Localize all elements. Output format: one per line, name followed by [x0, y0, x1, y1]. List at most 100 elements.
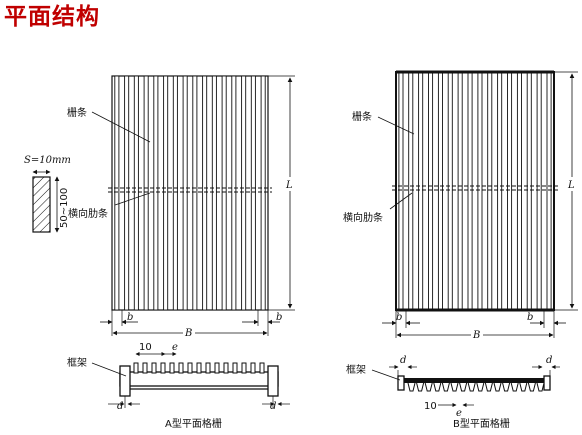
screen-bar: [477, 71, 483, 311]
b-d-left-label: d: [400, 355, 406, 366]
section-thickness-label: S=10mm: [24, 155, 71, 166]
screen-bar: [467, 71, 473, 311]
screen-bar-tooth: [510, 382, 519, 392]
screen-bar: [133, 75, 139, 311]
screen-bar: [221, 75, 227, 311]
b-caption: B型平面格栅: [453, 417, 510, 430]
screen-bar-tooth: [196, 362, 202, 374]
screen-bar: [428, 71, 434, 311]
screen-bar: [211, 75, 217, 311]
screen-bar: [516, 71, 522, 311]
frame-bar: [398, 378, 550, 383]
b-pitch-label: 10: [424, 401, 437, 412]
a-bar-label: 栅条: [67, 106, 87, 119]
screen-bar: [457, 71, 463, 311]
a-type-screen-plan: [108, 75, 272, 311]
screen-bar-tooth: [450, 382, 459, 392]
screen-bar: [172, 75, 178, 311]
screen-bar-tooth: [160, 362, 166, 374]
frame-end: [397, 375, 405, 391]
screen-bar-tooth: [151, 362, 157, 374]
a-pitch-label: 10: [139, 342, 152, 353]
screen-bar: [182, 75, 188, 311]
screen-bar: [260, 75, 266, 311]
b-bar-label: 栅条: [352, 110, 372, 123]
screen-bar: [487, 71, 493, 311]
b-type-screen-elevation: [397, 370, 551, 392]
screen-bar: [153, 75, 159, 311]
screen-bar-tooth: [205, 362, 211, 374]
b-dim-width: b b B: [382, 310, 566, 341]
b-length-label: L: [567, 180, 575, 191]
frame-bar: [119, 371, 279, 387]
screen-bar-tooth: [424, 382, 433, 392]
screen-bar-tooth: [169, 362, 175, 374]
screen-bar-tooth: [250, 362, 256, 374]
a-b-right-label: b: [276, 312, 282, 323]
a-length-label: L: [285, 180, 293, 191]
screen-bar: [143, 75, 149, 311]
screen-bar: [546, 71, 552, 311]
screen-bar-tooth: [407, 382, 416, 392]
b-rib-leader: [389, 192, 413, 210]
a-b-left-label: b: [127, 312, 133, 323]
screen-bar: [437, 71, 443, 311]
a-rib-leader: [114, 192, 151, 206]
section-height-label: 50~100: [59, 188, 70, 228]
b-b-left-label: b: [396, 312, 402, 323]
a-dim-length: L: [268, 75, 297, 311]
screen-bar: [418, 71, 424, 311]
screen-bar-tooth: [223, 362, 229, 374]
screen-bar-tooth: [519, 382, 528, 392]
b-bar-leader: [377, 116, 415, 135]
screen-bar: [250, 75, 256, 311]
a-dim-width: b b B: [100, 310, 282, 339]
screen-bar-tooth: [502, 382, 511, 392]
frame-end: [267, 365, 279, 397]
screen-bar-tooth: [484, 382, 493, 392]
a-gap-label: e: [172, 342, 178, 353]
a-rib-label: 横向肋条: [68, 207, 108, 220]
screen-bar: [124, 75, 130, 311]
screen-bar-tooth: [241, 362, 247, 374]
screen-bar: [114, 75, 120, 311]
a-d-left-label: d: [117, 401, 123, 412]
screen-bar-tooth: [416, 382, 425, 392]
screen-bar-tooth: [459, 382, 468, 392]
screen-bar-tooth: [467, 382, 476, 392]
b-type-screen-plan: [392, 70, 558, 312]
screen-bar-tooth: [178, 362, 184, 374]
bar-cross-section: S=10mm 50~100: [24, 155, 71, 233]
screen-bar: [526, 71, 532, 311]
a-frame-label: 框架: [67, 356, 87, 369]
page-title: 平面结构: [4, 4, 100, 30]
screen-bar: [497, 71, 503, 311]
screen-bar: [536, 71, 542, 311]
screen-bar-tooth: [142, 362, 148, 374]
screen-bar-tooth: [232, 362, 238, 374]
b-dim-depth: d d: [389, 355, 560, 370]
a-dim-depth: d d: [108, 401, 290, 412]
b-width-label: B: [472, 330, 480, 341]
a-frame-leader: [91, 362, 127, 377]
screen-bar: [507, 71, 513, 311]
screen-bar-tooth: [133, 362, 139, 374]
b-frame-leader: [371, 369, 401, 381]
screen-bar-tooth: [259, 362, 265, 374]
screen-bar: [163, 75, 169, 311]
a-caption: A型平面格栅: [165, 417, 222, 430]
screen-bar-tooth: [433, 382, 442, 392]
screen-bar-tooth: [536, 382, 545, 392]
b-frame-label: 框架: [346, 363, 366, 376]
screen-bar-tooth: [187, 362, 193, 374]
screen-bar-tooth: [527, 382, 536, 392]
b-rib-label: 横向肋条: [343, 211, 383, 224]
screen-bar: [202, 75, 208, 311]
a-width-label: B: [184, 328, 192, 339]
a-d-right-label: d: [270, 401, 276, 412]
b-dim-length: L: [552, 71, 579, 311]
screen-bar: [408, 71, 414, 311]
frame-end: [543, 375, 551, 391]
screen-bar-tooth: [476, 382, 485, 392]
